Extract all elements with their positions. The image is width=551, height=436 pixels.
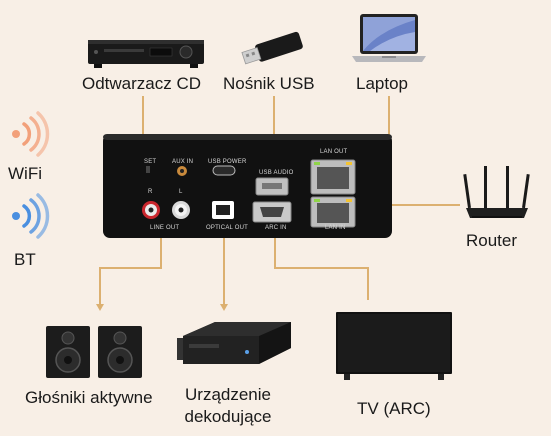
usb-stick-label: Nośnik USB	[223, 74, 315, 93]
port-label-line-out: LINE OUT	[150, 225, 180, 231]
cd-player-icon	[88, 40, 204, 68]
port-label-optical-out: OPTICAL OUT	[206, 225, 248, 231]
bluetooth-signal-icon	[12, 193, 50, 239]
speakers-label: Głośniki aktywne	[25, 388, 153, 407]
wire-tv	[274, 232, 369, 300]
port-label-l: L	[179, 189, 183, 195]
usb-power-port	[212, 165, 236, 176]
streamer-device	[103, 134, 392, 238]
set-button	[146, 166, 150, 173]
bt-label: BT	[14, 250, 36, 269]
decoder-label: Urządzenie dekodujące	[184, 385, 272, 426]
arrow-speakers	[96, 304, 104, 311]
tv-label: TV (ARC)	[357, 399, 431, 418]
laptop-label: Laptop	[356, 74, 408, 93]
wifi-label: WiFi	[8, 164, 42, 183]
port-label-usb-audio: USB AUDIO	[259, 170, 294, 176]
tv-icon	[336, 312, 452, 380]
arrow-decoder	[220, 304, 228, 311]
laptop-icon	[352, 14, 426, 62]
router-label: Router	[466, 231, 518, 250]
port-label-r: R	[148, 189, 153, 195]
speaker-left	[46, 326, 90, 378]
port-label-usb-power: USB POWER	[208, 159, 247, 165]
port-label-lan-out: LAN OUT	[320, 149, 348, 155]
port-label-arc-in: ARC IN	[265, 225, 287, 231]
speakers-icon	[46, 326, 142, 378]
router-icon	[463, 166, 530, 218]
port-label-set: SET	[144, 159, 157, 165]
port-label-lan-in: LAN IN	[325, 225, 346, 231]
wire-speakers	[99, 232, 162, 306]
port-label-aux-in: AUX IN	[172, 159, 194, 165]
wifi-icon	[12, 111, 50, 157]
speaker-right	[98, 326, 142, 378]
cd-player-label: Odtwarzacz CD	[82, 74, 202, 93]
decoder-icon	[177, 322, 291, 364]
usb-stick-icon	[241, 31, 303, 65]
